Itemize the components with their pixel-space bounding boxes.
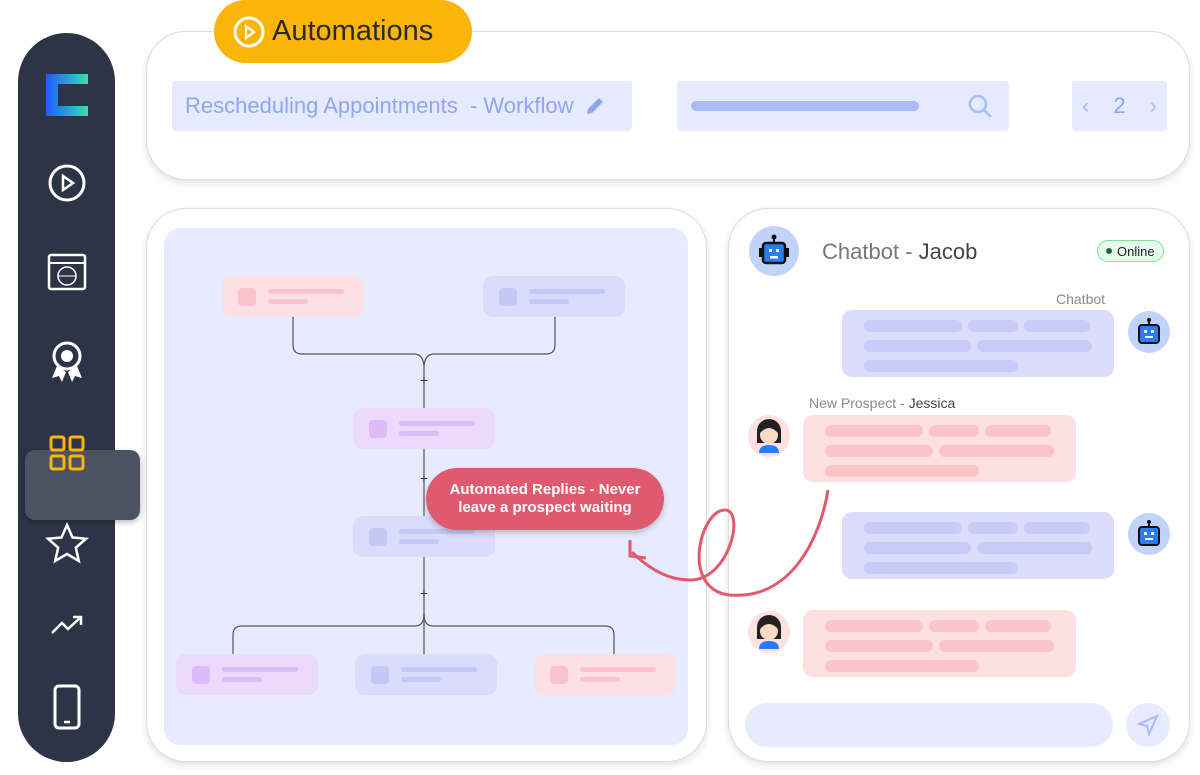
mobile-icon[interactable] bbox=[18, 682, 115, 732]
robot-icon bbox=[759, 234, 789, 265]
status-text: Online bbox=[1117, 243, 1155, 259]
page-number: 2 bbox=[1113, 93, 1126, 118]
prospect-avatar bbox=[748, 611, 790, 653]
callout-arrow bbox=[628, 489, 830, 597]
workflow-name-field[interactable]: Rescheduling Appointments - Workflow bbox=[172, 81, 632, 131]
play-circle-icon[interactable] bbox=[18, 158, 115, 208]
prospect-prefix: New Prospect - bbox=[809, 395, 909, 411]
trending-up-icon[interactable] bbox=[18, 600, 115, 650]
bot-name: Jacob bbox=[918, 239, 978, 264]
chat-title: Chatbot - Jacob bbox=[822, 239, 977, 265]
workflow-node[interactable] bbox=[222, 276, 364, 317]
play-circle-icon bbox=[233, 16, 265, 47]
bot-message bbox=[842, 512, 1114, 579]
workflow-node[interactable] bbox=[353, 408, 495, 449]
workflow-node[interactable] bbox=[355, 654, 497, 695]
award-icon[interactable] bbox=[18, 337, 115, 387]
send-button[interactable] bbox=[1126, 703, 1170, 747]
sidebar bbox=[18, 33, 140, 762]
dashboard-grid-icon[interactable] bbox=[18, 428, 115, 478]
prospect-avatar bbox=[748, 415, 790, 457]
pagination: ‹ 2 › bbox=[1072, 81, 1167, 131]
chat-title-prefix: Chatbot - bbox=[822, 239, 919, 264]
automated-replies-callout: Automated Replies - Never leave a prospe… bbox=[426, 468, 664, 530]
workflow-node[interactable] bbox=[483, 276, 625, 317]
page-title: Automations bbox=[272, 15, 434, 47]
workflow-connectors: + + + bbox=[232, 317, 615, 654]
online-status-badge: Online bbox=[1097, 240, 1164, 262]
workflow-name: Rescheduling Appointments bbox=[185, 93, 458, 118]
prospect-message bbox=[803, 415, 1076, 482]
girl-avatar-icon bbox=[757, 615, 781, 649]
prospect-label: New Prospect - Jessica bbox=[809, 395, 955, 411]
svg-text:+: + bbox=[420, 470, 428, 486]
star-icon[interactable] bbox=[18, 518, 115, 568]
svg-text:+: + bbox=[420, 372, 428, 388]
automations-title: Automations bbox=[214, 0, 472, 63]
bot-avatar bbox=[1128, 513, 1170, 555]
workflow-node[interactable] bbox=[534, 654, 676, 695]
pencil-icon[interactable] bbox=[585, 96, 605, 116]
search-field[interactable] bbox=[677, 81, 1009, 131]
robot-icon bbox=[1138, 318, 1160, 344]
workflow-node[interactable] bbox=[176, 654, 318, 695]
search-icon[interactable] bbox=[967, 93, 993, 119]
workflow-suffix: - Workflow bbox=[469, 93, 574, 118]
robot-icon bbox=[1138, 520, 1160, 546]
bot-label: Chatbot bbox=[1056, 291, 1106, 307]
bot-message bbox=[842, 310, 1114, 377]
search-placeholder-bar bbox=[691, 101, 919, 111]
bot-avatar bbox=[749, 226, 799, 276]
message-input[interactable] bbox=[745, 703, 1113, 747]
svg-text:+: + bbox=[420, 585, 428, 601]
next-page-icon[interactable]: › bbox=[1149, 93, 1157, 118]
bot-avatar bbox=[1128, 311, 1170, 353]
website-icon[interactable] bbox=[18, 247, 115, 297]
girl-avatar-icon bbox=[757, 419, 781, 453]
prospect-message bbox=[803, 610, 1076, 677]
callout-line-1: Automated Replies - Never bbox=[449, 481, 641, 498]
logo-icon[interactable] bbox=[18, 70, 115, 120]
prospect-name: Jessica bbox=[908, 395, 956, 411]
callout-line-2: leave a prospect waiting bbox=[458, 499, 632, 516]
status-dot bbox=[1106, 248, 1112, 254]
send-icon bbox=[1137, 714, 1159, 736]
prev-page-icon[interactable]: ‹ bbox=[1082, 93, 1090, 118]
